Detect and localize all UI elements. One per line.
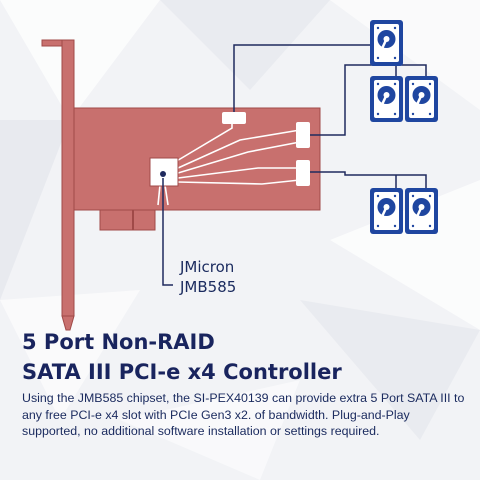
- heading-line-2: SATA III PCI-e x4 Controller: [22, 360, 342, 384]
- heading-line-1: 5 Port Non-RAID: [22, 330, 215, 354]
- sata-cables: [233, 44, 427, 188]
- pcie-edge-connector: [99, 209, 156, 231]
- hard-drive-icon: [370, 188, 403, 234]
- hard-drive-icon: [405, 76, 438, 122]
- jmb585-chip: [149, 157, 179, 187]
- hard-drive-group: [370, 20, 438, 234]
- sata-port-upper: [296, 122, 310, 148]
- mounting-bracket: [41, 39, 75, 331]
- hard-drive-icon: [405, 188, 438, 234]
- sata-port-top: [222, 112, 246, 124]
- chip-brand-label: JMicron: [180, 258, 235, 276]
- sata-port-lower: [296, 160, 310, 186]
- hard-drive-icon: [370, 76, 403, 122]
- chip-model-label: JMB585: [180, 278, 237, 296]
- hard-drive-icon: [370, 20, 403, 66]
- chip-leader-line: [162, 178, 173, 286]
- description-text: Using the JMB585 chipset, the SI-PEX4013…: [22, 391, 465, 438]
